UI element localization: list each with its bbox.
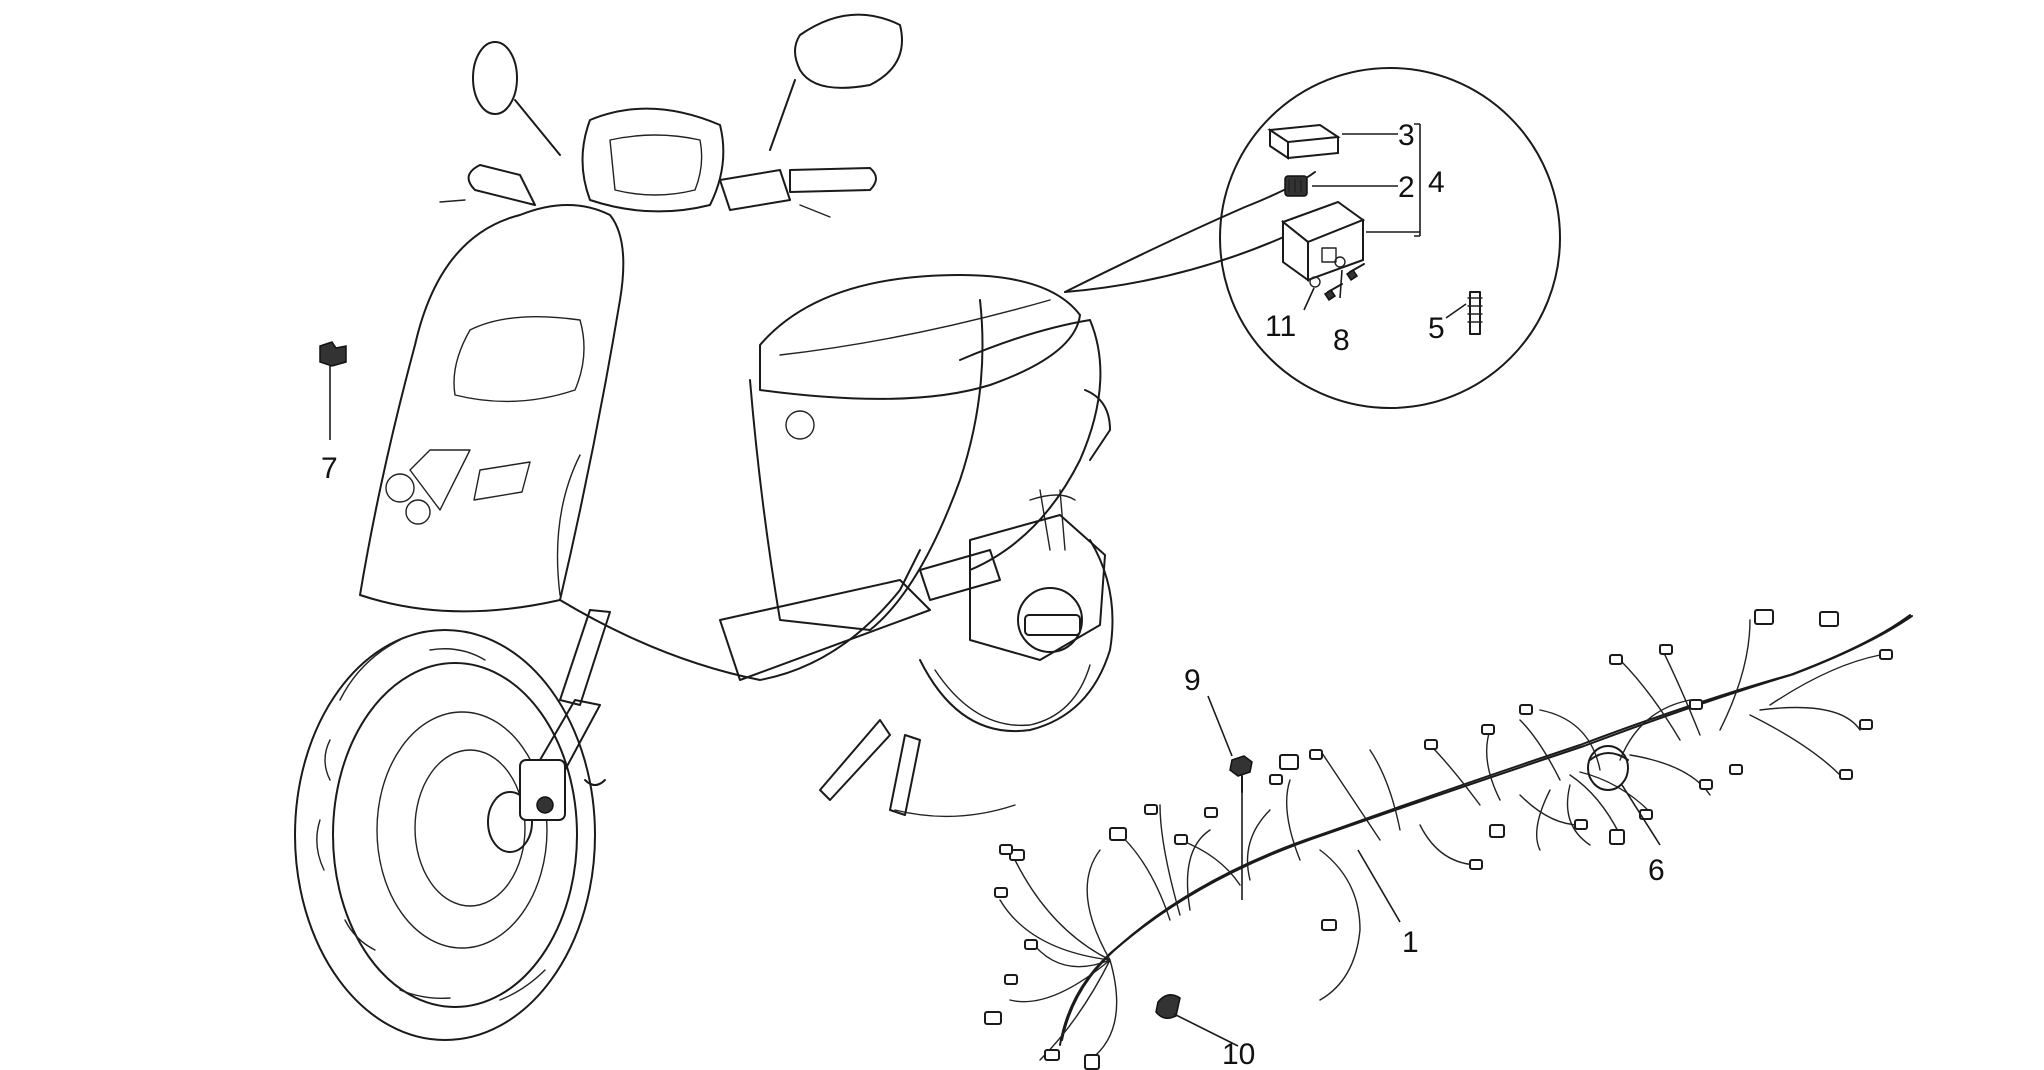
callout-1: 1 [1402, 926, 1419, 959]
inset-zoom [1064, 67, 1561, 409]
fuse-box [1280, 200, 1366, 282]
center-stand [819, 719, 1016, 818]
front-fork [519, 609, 611, 821]
callout-4: 4 [1428, 166, 1445, 199]
callout-6: 6 [1648, 854, 1665, 887]
callout-10: 10 [1222, 1038, 1255, 1070]
screws [1309, 256, 1365, 302]
front-wheel [294, 629, 596, 1041]
harness-branches [999, 619, 1881, 1061]
wiring-harness [984, 609, 1913, 1070]
scooter-body [359, 13, 1111, 681]
callout-9: 9 [1184, 664, 1201, 697]
clamp-part-10 [1155, 994, 1239, 1047]
fuse [1284, 175, 1308, 197]
scooter-illustration [294, 13, 1114, 1041]
bolt-part-9 [1207, 695, 1253, 900]
callout-2: 2 [1398, 171, 1415, 204]
callout-3: 3 [1398, 119, 1415, 152]
callout-labels: 1 2 3 4 5 6 7 8 9 10 11 [321, 119, 1665, 1070]
callout-5: 5 [1428, 312, 1445, 345]
ring-part-6 [1587, 745, 1661, 846]
fuse-cover [1267, 123, 1341, 160]
leader-1 [1357, 849, 1401, 923]
callout-8: 8 [1333, 324, 1350, 357]
callout-11: 11 [1265, 310, 1296, 343]
engine [969, 489, 1106, 661]
rear-wheel [919, 539, 1114, 733]
harness-connectors [984, 609, 1893, 1070]
connector-part-7 [319, 341, 347, 440]
clip [1467, 291, 1483, 335]
callout-7: 7 [321, 452, 338, 485]
